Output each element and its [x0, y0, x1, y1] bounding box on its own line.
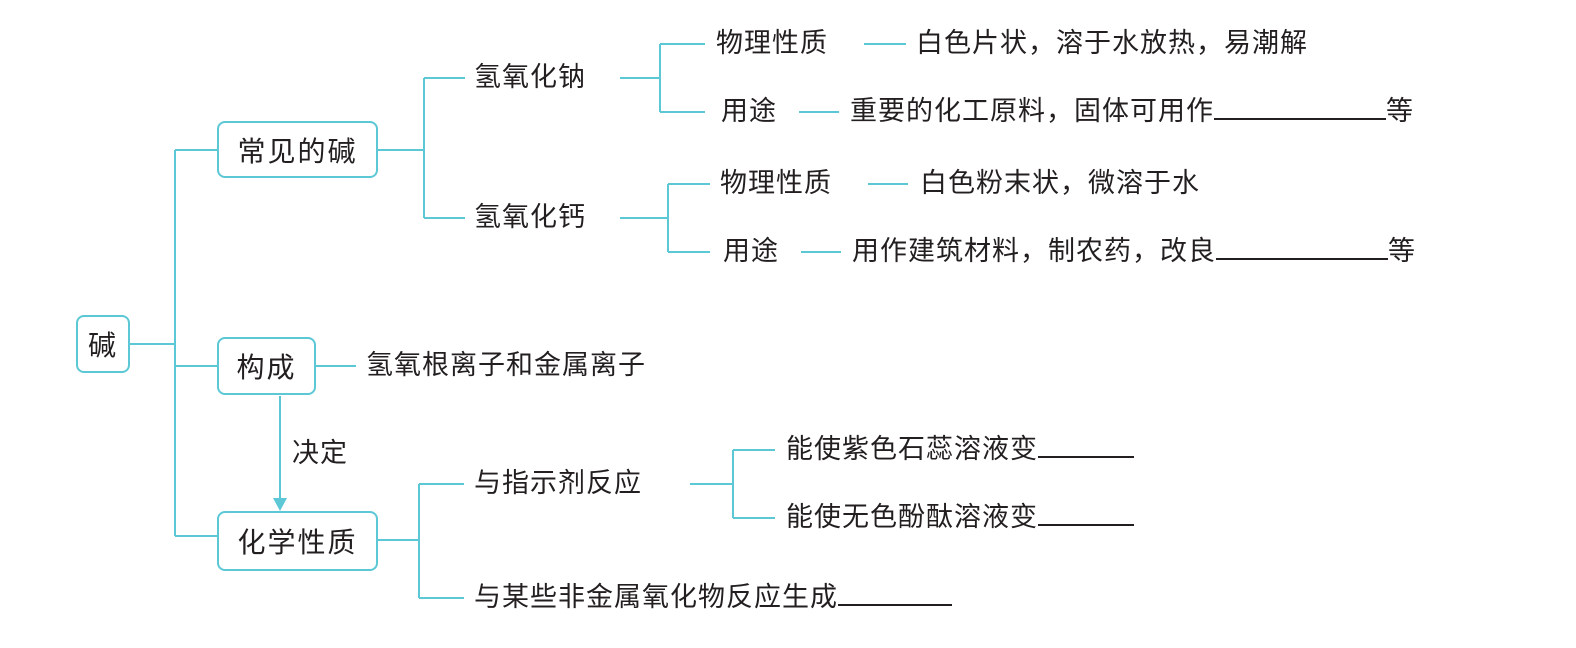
phenolphthalein-line: 能使无色酚酞溶液变 — [786, 501, 1134, 535]
caoh2-use-text: 用作建筑材料，制农药，改良 — [852, 236, 1216, 267]
nonmetal-oxide-text: 与某些非金属氧化物反应生成 — [474, 582, 838, 613]
answer-blank[interactable] — [1038, 502, 1134, 526]
naoh-use-text: 重要的化工原料，固体可用作 — [850, 96, 1214, 127]
litmus-text: 能使紫色石蕊溶液变 — [786, 434, 1038, 465]
nonmetal-oxide-line: 与某些非金属氧化物反应生成 — [474, 581, 952, 615]
litmus-line: 能使紫色石蕊溶液变 — [786, 433, 1134, 467]
answer-blank[interactable] — [1214, 96, 1386, 120]
caoh2-phys-label: 物理性质 — [720, 168, 832, 199]
node-common-bases: 常见的碱 — [217, 121, 378, 178]
answer-blank[interactable] — [1216, 236, 1388, 260]
naoh-use-label: 用途 — [721, 96, 777, 127]
arrow-head-icon — [273, 498, 287, 511]
naoh-use-suffix: 等 — [1386, 96, 1414, 127]
caoh2-phys-text: 白色粉末状，微溶于水 — [920, 168, 1200, 199]
label-indicator-reaction: 与指示剂反应 — [474, 468, 642, 499]
composition-text: 氢氧根离子和金属离子 — [366, 350, 646, 381]
caoh2-use-label: 用途 — [723, 236, 779, 267]
caoh2-use-suffix: 等 — [1388, 236, 1416, 267]
label-caoh2: 氢氧化钙 — [474, 202, 586, 233]
naoh-phys-label: 物理性质 — [716, 28, 828, 59]
naoh-phys-text: 白色片状，溶于水放热，易潮解 — [916, 28, 1308, 59]
root-node: 碱 — [76, 315, 130, 373]
naoh-use-line: 重要的化工原料，固体可用作 等 — [850, 95, 1414, 129]
caoh2-use-line: 用作建筑材料，制农药，改良 等 — [852, 235, 1416, 269]
answer-blank[interactable] — [838, 582, 952, 606]
node-composition: 构成 — [217, 337, 316, 395]
answer-blank[interactable] — [1038, 434, 1134, 458]
label-naoh: 氢氧化钠 — [474, 62, 586, 93]
determines-label: 决定 — [292, 438, 348, 469]
phenolphthalein-text: 能使无色酚酞溶液变 — [786, 502, 1038, 533]
node-chemical-properties: 化学性质 — [217, 511, 378, 571]
